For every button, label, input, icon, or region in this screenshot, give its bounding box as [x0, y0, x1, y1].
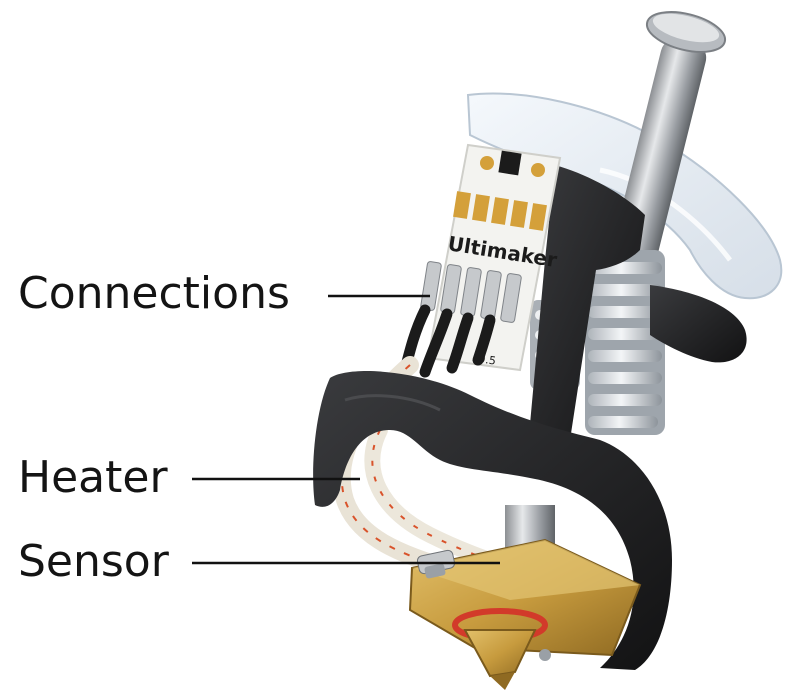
sensor-label: Sensor	[18, 536, 169, 587]
side-handle	[650, 285, 747, 363]
connections-label: Connections	[18, 268, 290, 319]
lower-frame	[313, 371, 672, 670]
connector-wires	[399, 261, 522, 378]
heater-label: Heater	[18, 452, 168, 503]
upper-housing	[528, 165, 645, 450]
heater-block	[408, 505, 642, 690]
gold-pads	[453, 191, 547, 231]
